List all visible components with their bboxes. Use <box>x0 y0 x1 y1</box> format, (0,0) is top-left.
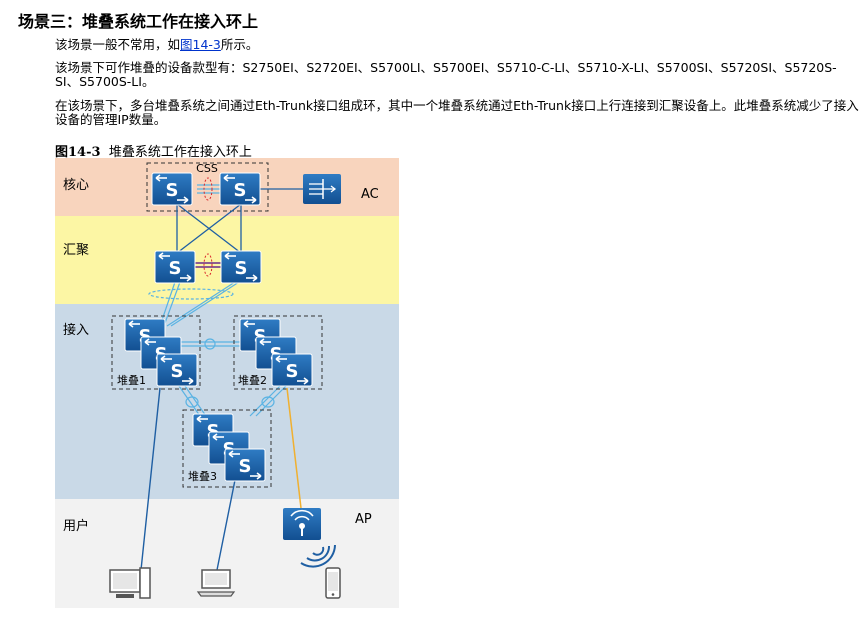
stack-3-switch-3 <box>224 448 266 482</box>
ac-label: AC <box>361 187 379 202</box>
layer-label-user: 用户 <box>63 518 89 534</box>
stack-ring-links <box>175 338 287 417</box>
core-stack-link <box>197 177 221 201</box>
layer-label-access: 接入 <box>63 322 89 338</box>
figure-title: 堆叠系统工作在接入环上 <box>108 145 252 160</box>
aggregation-stack-link <box>195 253 221 277</box>
intro-paragraph: 该场景一般不常用，如图14-3所示。 <box>55 38 860 52</box>
ap-label: AP <box>355 512 372 527</box>
core-switch-2 <box>219 172 261 206</box>
ap-link <box>286 387 302 509</box>
intro-text: 该场景一般不常用，如 <box>55 37 181 52</box>
stack-2-boundary <box>233 315 323 390</box>
stack-1-switch-3 <box>156 353 198 387</box>
intro-text-end: 所示。 <box>220 37 259 52</box>
ac-controller-icon <box>303 174 341 204</box>
access-user-links <box>140 387 236 571</box>
mobile-phone-icon <box>325 567 341 599</box>
aggregation-switch-2 <box>220 250 262 284</box>
stack-2-label: 堆叠2 <box>238 374 267 387</box>
stack-1-label: 堆叠1 <box>117 374 146 387</box>
stack-1-boundary <box>111 315 201 390</box>
aggregation-switch-1 <box>154 250 196 284</box>
css-label: CSS <box>196 162 218 175</box>
uplinks <box>176 188 310 254</box>
layer-label-aggregation: 汇聚 <box>63 243 89 258</box>
network-diagram: S 核心 汇聚 接入 用户 CSS AC AP <box>55 158 399 608</box>
desktop-pc-icon <box>109 567 151 599</box>
description-paragraph: 在该场景下，多台堆叠系统之间通过Eth-Trunk接口组成环，其中一个堆叠系统通… <box>55 98 859 127</box>
figure-caption: 图14-3 堆叠系统工作在接入环上 <box>55 141 252 160</box>
models-paragraph: 该场景下可作堆叠的设备款型有：S2750EI、S2720EI、S5700LI、S… <box>55 60 837 89</box>
stack-3-label: 堆叠3 <box>188 470 217 483</box>
laptop-icon <box>196 569 236 597</box>
wireless-signal-icon <box>300 544 336 568</box>
figure-number: 图14-3 <box>55 145 101 160</box>
figure-link[interactable]: 图14-3 <box>180 37 221 52</box>
stack-2-switch-3 <box>271 353 313 387</box>
stack-3-boundary <box>182 409 272 488</box>
core-switch-1 <box>151 172 193 206</box>
access-point-icon <box>283 508 321 540</box>
layer-label-core: 核心 <box>63 178 89 193</box>
section-heading: 场景三：堆叠系统工作在接入环上 <box>18 12 259 31</box>
